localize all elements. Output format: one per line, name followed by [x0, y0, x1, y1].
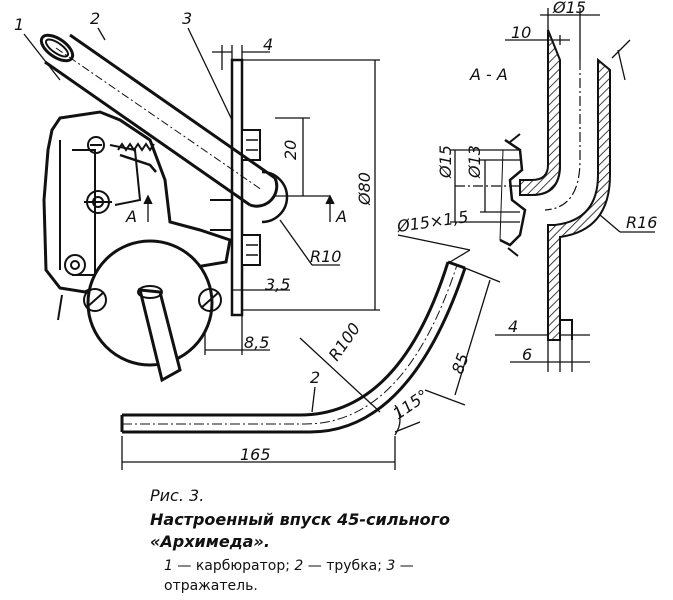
dim-8-5: 8,5: [244, 333, 269, 352]
dim-r10: R10: [310, 247, 341, 266]
caption-title-line1: Настроенный впуск 45-сильного: [150, 510, 450, 529]
dim-d15x15: Ø15×1,5: [395, 207, 470, 236]
section-dimensions: [450, 8, 655, 372]
section-a-right: A: [335, 207, 347, 226]
dim-4-top: 4: [263, 35, 273, 54]
dim-d15-left: Ø15: [436, 145, 455, 179]
callout-1: 1: [14, 15, 24, 34]
caption-legend: 1 — карбюратор; 2 — трубка; 3 —: [164, 558, 414, 574]
section-a-a: [499, 29, 611, 341]
section-a-left: A: [125, 207, 137, 226]
callout-3: 3: [182, 9, 192, 28]
callout-2: 2: [90, 9, 100, 28]
legend-text-2: — трубка;: [303, 558, 387, 574]
dim-165: 165: [240, 445, 271, 464]
bent-tube: [120, 234, 501, 470]
left-dimensions: [143, 45, 380, 355]
dim-3-5: 3,5: [265, 275, 290, 294]
section-label: A - A: [469, 65, 508, 84]
dim-r100: R100: [325, 319, 364, 364]
dim-angle-115: 115°: [389, 386, 431, 424]
dim-6: 6: [522, 345, 532, 364]
dim-4-right: 4: [508, 317, 518, 336]
legend-text-1: — карбюратор;: [172, 558, 295, 574]
carburetor-assembly: [39, 33, 289, 383]
dim-d13: Ø13: [465, 145, 484, 179]
dim-85: 85: [448, 351, 473, 377]
legend-num-3: 3: [386, 558, 396, 574]
callout-2-tube: 2: [310, 368, 320, 387]
caption-title-line2: «Архимеда».: [150, 532, 270, 551]
dim-d80: Ø80: [355, 172, 374, 206]
dim-r16: R16: [626, 213, 657, 232]
figure-number: Рис. 3.: [150, 486, 205, 505]
legend-text-3: —: [395, 558, 414, 574]
legend-num-1: 1: [164, 558, 173, 574]
legend-num-2: 2: [294, 558, 304, 574]
caption-legend-line2: отражатель.: [164, 578, 258, 594]
dim-10: 10: [511, 23, 531, 42]
dim-20: 20: [281, 140, 300, 160]
dim-d15-top: Ø15: [552, 0, 586, 17]
